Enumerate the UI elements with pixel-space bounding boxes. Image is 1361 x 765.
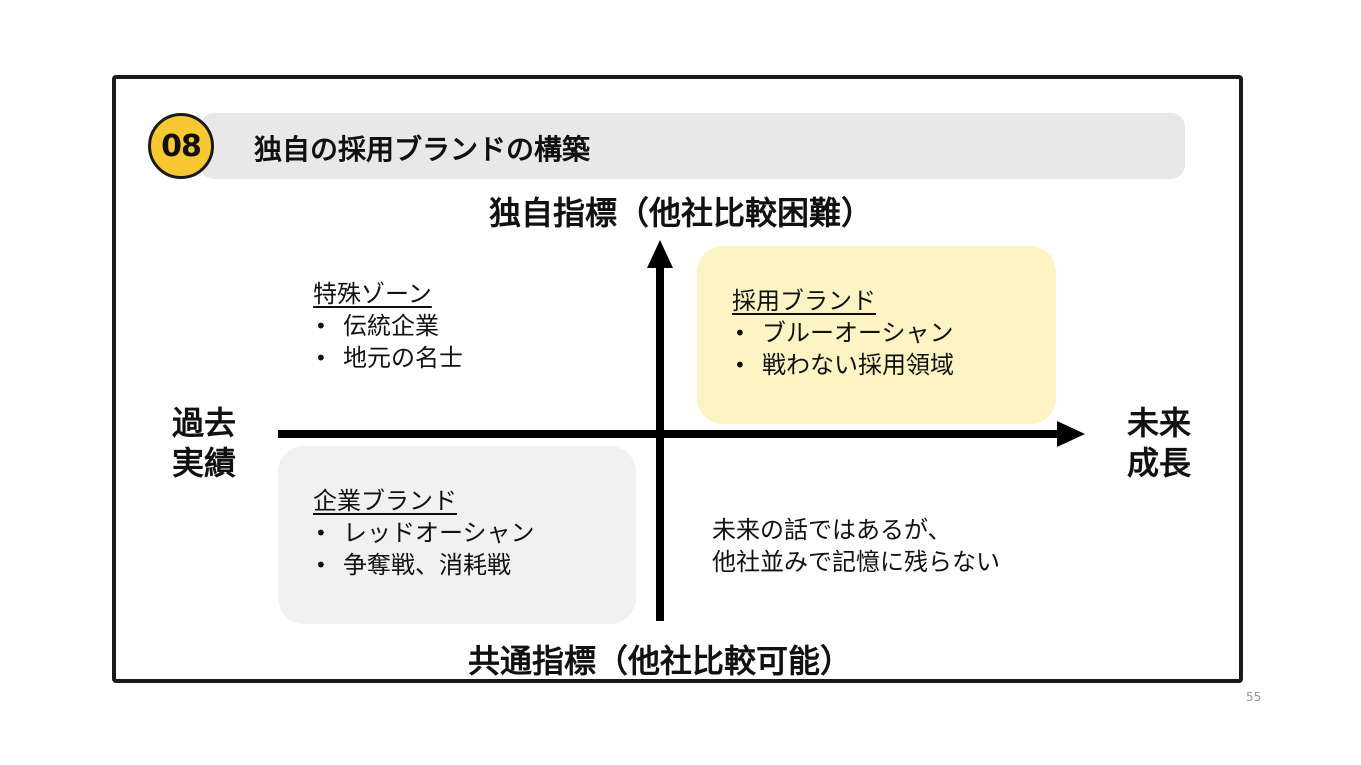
- horizontal-axis-arrowhead: [1057, 421, 1085, 447]
- list-item: 戦わない採用領域: [732, 349, 954, 381]
- list-item: 伝統企業: [313, 310, 463, 342]
- list-item: ブルーオーシャン: [732, 317, 954, 349]
- axis-label-right-line1: 未来: [1127, 404, 1192, 442]
- axis-label-bottom: 共通指標（他社比較可能）: [468, 642, 853, 680]
- page-number: 55: [1246, 690, 1262, 704]
- quadrant-title: 採用ブランド: [732, 287, 876, 315]
- list-item: 地元の名士: [313, 342, 463, 374]
- axis-label-left: 過去 実績: [172, 403, 252, 483]
- note-line: 未来の話ではあるが、: [712, 516, 952, 544]
- title-bar: [200, 113, 1185, 179]
- quadrant-title: 特殊ゾーン: [313, 280, 432, 308]
- axis-label-left-line2: 実績: [172, 444, 237, 482]
- section-number-badge: 08: [148, 113, 214, 179]
- vertical-axis-arrowhead: [647, 240, 673, 268]
- slide-title: 独自の採用ブランドの構築: [254, 133, 591, 166]
- list-item: レッドオーシャン: [313, 517, 535, 549]
- quadrant-top-right: 採用ブランド ブルーオーシャン 戦わない採用領域: [732, 285, 954, 381]
- note-line: 他社並みで記憶に残らない: [712, 548, 1000, 576]
- quadrant-bottom-right: 未来の話ではあるが、 他社並みで記憶に残らない: [712, 514, 1000, 578]
- axis-label-right-line2: 成長: [1127, 444, 1192, 482]
- axis-label-right: 未来 成長: [1127, 403, 1207, 483]
- quadrant-top-left: 特殊ゾーン 伝統企業 地元の名士: [313, 278, 463, 374]
- axis-label-top: 独自指標（他社比較困難）: [489, 194, 874, 232]
- quadrant-title: 企業ブランド: [313, 487, 457, 515]
- axis-label-left-line1: 過去: [172, 404, 237, 442]
- list-item: 争奪戦、消耗戦: [313, 549, 535, 581]
- quadrant-bottom-left: 企業ブランド レッドオーシャン 争奪戦、消耗戦: [313, 485, 535, 581]
